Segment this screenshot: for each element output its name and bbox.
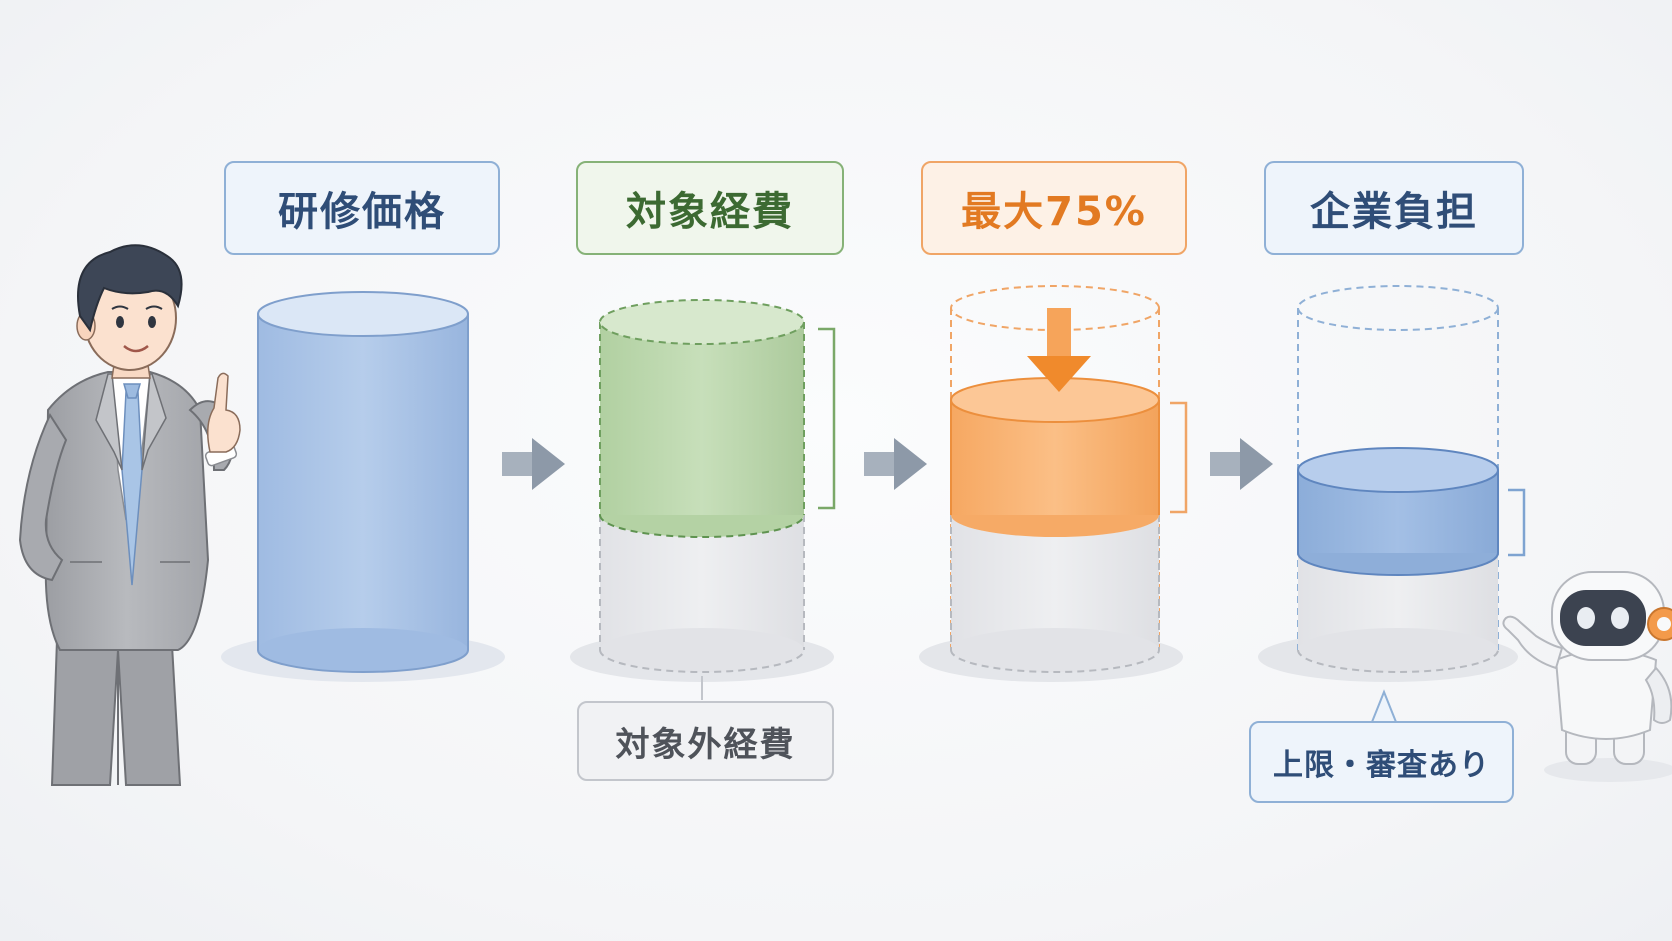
presenter-businessman-illustration xyxy=(18,244,241,786)
flow-arrow-1 xyxy=(502,438,565,490)
assistant-robot-illustration xyxy=(1502,571,1672,782)
cylinder-company-burden xyxy=(1297,285,1526,723)
cylinder-training-price xyxy=(257,291,469,673)
label-training-price: 研修価格 xyxy=(224,161,500,255)
down-arrow-icon xyxy=(1027,308,1091,392)
label-company-burden: 企業負担 xyxy=(1264,161,1524,255)
label-max-rate: 最大75% xyxy=(921,161,1187,255)
flow-arrow-2 xyxy=(864,438,927,490)
label-ineligible-expenses: 対象外経費 xyxy=(577,701,834,781)
label-eligible-expenses: 対象経費 xyxy=(576,161,844,255)
cylinder-max-rate xyxy=(950,285,1188,673)
cylinder-eligible-expenses xyxy=(599,299,836,700)
label-cap-and-review: 上限・審査あり xyxy=(1249,721,1514,803)
flow-arrow-3 xyxy=(1210,438,1273,490)
